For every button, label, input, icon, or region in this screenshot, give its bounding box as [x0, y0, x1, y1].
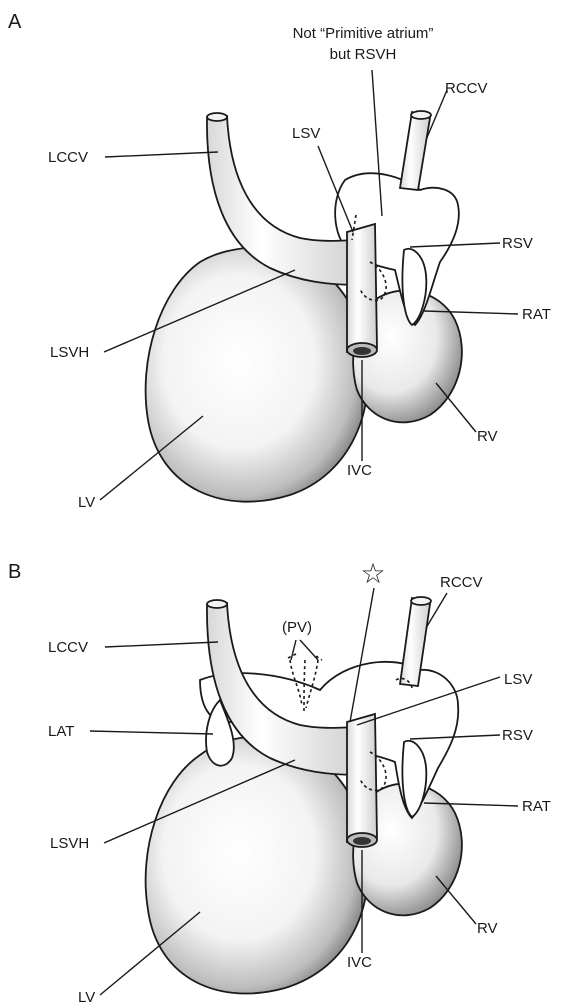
panel-a-left-ventricle — [146, 247, 369, 502]
panel-a-leader-lccv — [105, 152, 218, 157]
panel-b-ivc-tube — [347, 714, 377, 842]
panel-a: A Not “Primitive atrium” but RSVH LCCV L… — [8, 11, 551, 511]
panel-a-ivc-tube — [347, 224, 377, 352]
panel-b: B ☆ (PV) RCCV LCCV LSV — [8, 557, 551, 1006]
panel-a-ivc-lumen — [353, 347, 371, 355]
panel-a-label-lsv: LSV — [292, 125, 320, 142]
panel-b-label-ivc: IVC — [347, 954, 372, 971]
panel-a-lccv-opening — [207, 113, 227, 121]
panel-a-label-lsvh: LSVH — [50, 344, 89, 361]
panel-a-label-rsv: RSV — [502, 235, 533, 252]
panel-b-label-rccv: RCCV — [440, 574, 483, 591]
panel-a-leader-rv — [436, 383, 476, 432]
panel-b-ivc-lumen — [353, 837, 371, 845]
panel-a-rccv-vessel — [400, 112, 430, 190]
panel-a-label-rv: RV — [477, 428, 498, 445]
panel-b-label-rat: RAT — [522, 798, 551, 815]
panel-a-note-line1: Not “Primitive atrium” — [293, 25, 434, 42]
panel-b-left-ventricle — [146, 737, 369, 993]
panel-b-leader-lat — [90, 731, 213, 734]
panel-a-label-rccv: RCCV — [445, 80, 488, 97]
panel-b-rccv-opening — [411, 597, 431, 605]
panel-b-leader-pv-right — [300, 640, 318, 660]
panel-b-label-rv: RV — [477, 920, 498, 937]
panel-b-label-lat: LAT — [48, 723, 74, 740]
panel-a-note-line2: but RSVH — [330, 46, 397, 63]
panel-b-label-lv: LV — [78, 989, 95, 1006]
panel-a-rccv-opening — [411, 111, 431, 119]
panel-a-letter: A — [8, 11, 22, 33]
panel-b-leader-pv-left — [291, 640, 296, 660]
panel-b-label-lsv: LSV — [504, 671, 532, 688]
panel-b-label-rsv: RSV — [502, 727, 533, 744]
panel-b-leader-rv — [436, 876, 476, 924]
panel-b-lccv-opening — [207, 600, 227, 608]
panel-b-star-marker: ☆ — [360, 557, 385, 590]
panel-b-label-lsvh: LSVH — [50, 835, 89, 852]
panel-b-letter: B — [8, 561, 21, 583]
panel-a-label-lccv: LCCV — [48, 149, 88, 166]
panel-b-label-lccv: LCCV — [48, 639, 88, 656]
panel-b-leader-lccv — [105, 642, 218, 647]
panel-a-label-ivc: IVC — [347, 462, 372, 479]
panel-a-label-lv: LV — [78, 494, 95, 511]
panel-a-label-rat: RAT — [522, 306, 551, 323]
panel-b-label-pv: (PV) — [282, 619, 312, 636]
